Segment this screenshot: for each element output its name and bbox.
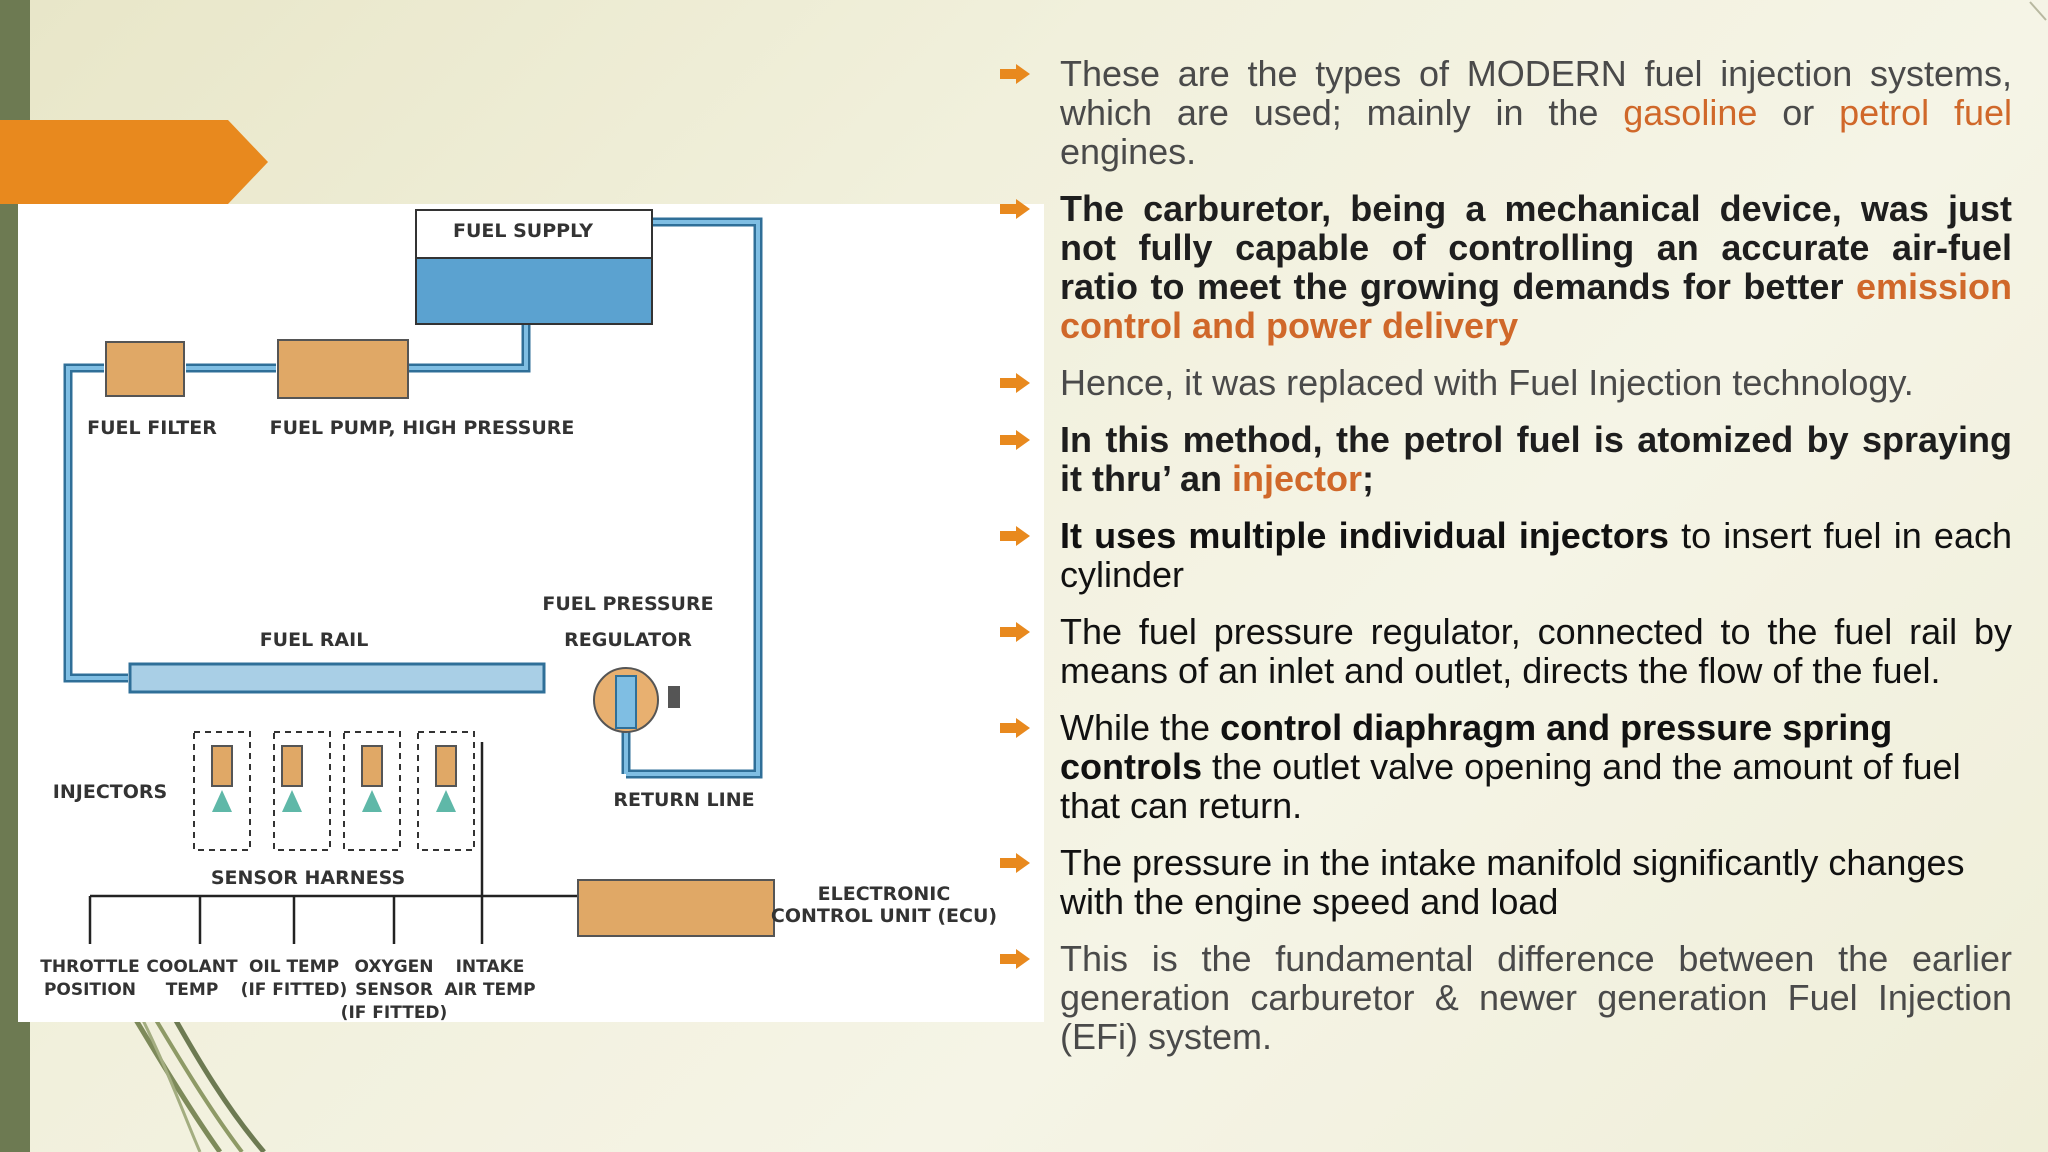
bullet-item: The pressure in the intake manifold sign… [1000,843,2012,921]
sensor-oil-l2: (IF FITTED) [241,980,348,1000]
label-ecu-line1: ELECTRONIC [818,883,951,905]
sensor-throttle-l1: THROTTLE [40,957,139,977]
bullet-item: In this method, the petrol fuel is atomi… [1000,420,2012,498]
sensor-intake-l2: AIR TEMP [444,980,535,1000]
sensor-harness-wires [88,742,578,944]
arrow-bullet-icon [1000,430,1030,450]
injector [281,745,303,787]
ecu-box [577,879,775,937]
injector [361,745,383,787]
label-fuel-rail: FUEL RAIL [260,629,369,651]
label-fuel-filter: FUEL FILTER [87,417,217,439]
injector [435,745,457,787]
sensor-oxygen-l1: OXYGEN [354,957,433,977]
decorative-stripes [127,1010,266,1152]
bullet-list: These are the types of MODERN fuel injec… [1000,54,2012,1074]
injector [211,745,233,787]
bullet-item: Hence, it was replaced with Fuel Injecti… [1000,363,2012,402]
orange-arrow-tab [0,120,268,204]
bullet-item: While the control diaphragm and pressure… [1000,708,2012,825]
fuel-filter [105,341,185,397]
arrow-bullet-icon [1000,949,1030,969]
bullet-item: The carburetor, being a mechanical devic… [1000,189,2012,345]
arrow-bullet-icon [1000,853,1030,873]
label-return-line: RETURN LINE [613,789,754,811]
fuel-supply-tank-top [415,209,653,261]
diagram-canvas: FUEL SUPPLY FUEL FILTER FUEL PUMP, HIGH … [40,209,997,1022]
arrow-bullet-icon [1000,718,1030,738]
label-injectors: INJECTORS [53,781,167,803]
label-fuel-supply: FUEL SUPPLY [453,220,593,242]
arrow-bullet-icon [1000,373,1030,393]
bullet-item: The fuel pressure regulator, connected t… [1000,612,2012,690]
sensor-coolant-l1: COOLANT [146,957,238,977]
bullet-item: It uses multiple individual injectors to… [1000,516,2012,594]
bullet-item: This is the fundamental difference betwe… [1000,939,2012,1056]
injector-group [193,731,475,851]
fuel-supply-tank [415,257,653,325]
arrow-bullet-icon [1000,622,1030,642]
sensor-coolant-l2: TEMP [166,980,219,1000]
sensor-oil-l1: OIL TEMP [249,957,339,977]
bullet-item: These are the types of MODERN fuel injec… [1000,54,2012,171]
arrow-bullet-icon [1000,199,1030,219]
fuel-rail [128,662,546,694]
arrow-bullet-icon [1000,64,1030,84]
arrow-bullet-icon [1000,526,1030,546]
corner-mark [2029,1,2047,21]
fuel-injection-diagram: FUEL SUPPLY FUEL FILTER FUEL PUMP, HIGH … [18,204,1044,1022]
label-fuel-pressure: FUEL PRESSURE [542,593,713,615]
label-regulator: REGULATOR [564,629,692,651]
label-ecu-line2: CONTROL UNIT (ECU) [771,905,997,927]
fuel-pipes-inner [66,220,760,776]
sensor-throttle-l2: POSITION [44,980,136,1000]
label-sensor-harness: SENSOR HARNESS [211,867,405,889]
label-fuel-pump: FUEL PUMP, HIGH PRESSURE [270,417,575,439]
fuel-pump [277,339,409,399]
sensor-oxygen-l2: SENSOR [355,980,433,1000]
sensor-oxygen-l3: (IF FITTED) [341,1003,448,1022]
sensor-intake-l1: INTAKE [456,957,525,977]
